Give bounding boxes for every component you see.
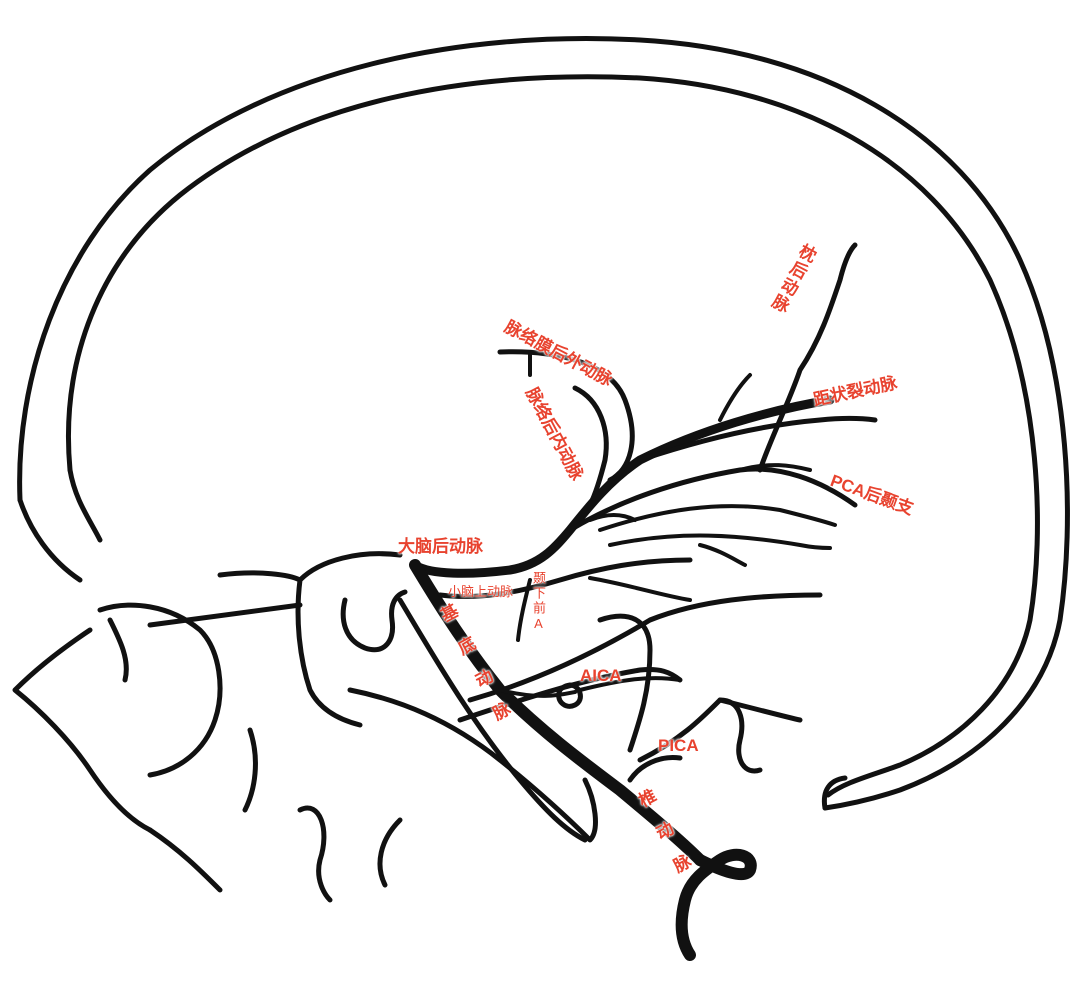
- superior-cerebellar-artery-vessel: [437, 557, 693, 599]
- maxilla-line: [147, 727, 258, 893]
- skull-lower-back: [821, 775, 848, 811]
- clivus-line: [397, 597, 588, 843]
- calcarine-branch-vessel: [637, 416, 878, 463]
- nasal-outline: [12, 627, 153, 833]
- occipital-sub-branch: [718, 373, 752, 422]
- foramen-edge: [717, 697, 803, 723]
- occipital-branch-vessel: [757, 242, 858, 473]
- posterior-medial-choroidal-vessel: [572, 385, 609, 508]
- aica-loop: [556, 682, 583, 709]
- petrous-ridge: [467, 592, 823, 703]
- cheek-line: [107, 602, 303, 683]
- orbit-outline: [97, 602, 223, 778]
- label-aica: AICA: [580, 666, 622, 685]
- vertebral-artery-loop: [675, 848, 757, 961]
- label-posterior-cerebral-artery: 大脑后动脉: [398, 537, 483, 556]
- teeth-1: [297, 805, 333, 903]
- basilar-artery-vessel: [409, 559, 706, 866]
- skull-outer-contour: [17, 36, 1070, 811]
- temporal-sub-branch-4: [698, 543, 747, 567]
- temporal-sub-branch-1: [738, 463, 812, 472]
- anterior-temporal-vessel: [516, 578, 532, 642]
- label-superior-cerebellar-artery: 小脑上动脉: [448, 584, 514, 599]
- sca-branch: [588, 576, 692, 602]
- label-pica: PICA: [658, 736, 699, 755]
- temporal-sub-branch-2: [598, 504, 837, 532]
- temporal-sub-branch-3: [608, 533, 832, 550]
- mastoid-outline: [597, 613, 653, 753]
- skull-base-line: [217, 551, 403, 728]
- teeth-2: [377, 817, 403, 888]
- label-anterior-temporal: 颞下前A: [531, 571, 546, 633]
- frontal-bone-line: [17, 467, 103, 583]
- petrous-ridge-lower: [457, 667, 683, 723]
- skull-inner-contour: [66, 74, 1040, 798]
- mandible-line: [347, 687, 598, 843]
- sca-upper-branch: [588, 513, 637, 522]
- sella-turcica: [340, 589, 408, 653]
- pica-vessel: [627, 754, 683, 783]
- posterior-lateral-choroidal-vessel: [497, 349, 635, 483]
- aica-vessel: [498, 676, 682, 698]
- posterior-cerebral-artery-trunk: [410, 395, 835, 578]
